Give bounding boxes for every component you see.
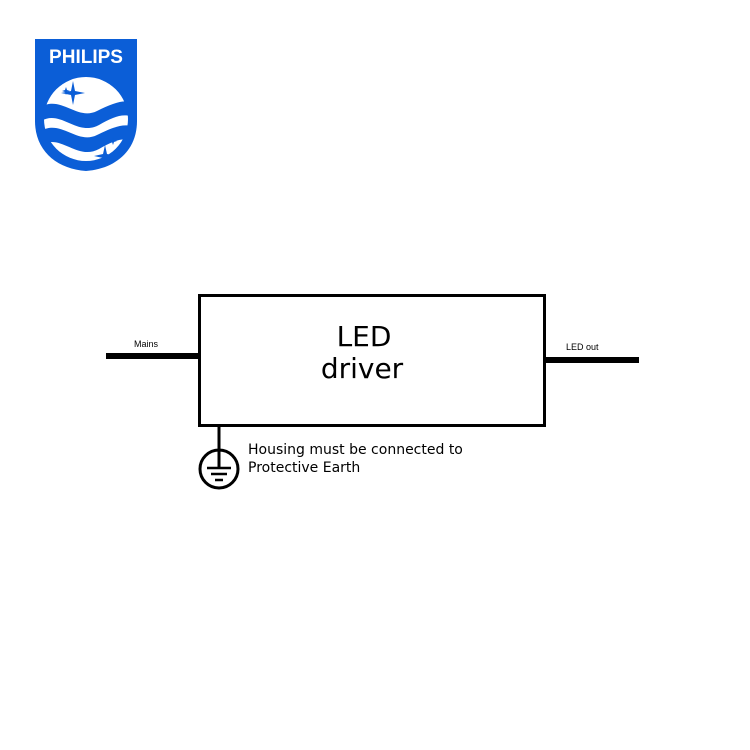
mains-line	[106, 353, 200, 359]
philips-logo: PHILIPS	[35, 39, 137, 171]
earth-note-line2: Protective Earth	[248, 460, 360, 476]
mains-label: Mains	[134, 339, 159, 349]
led-driver-block	[198, 294, 546, 427]
logo-wordmark: PHILIPS	[49, 47, 123, 68]
protective-earth-icon	[198, 426, 240, 490]
led-out-label: LED out	[566, 342, 599, 352]
block-title-line2: driver	[321, 352, 404, 385]
led-out-line	[544, 357, 639, 363]
block-title-line1: LED	[337, 320, 392, 353]
earth-note-line1: Housing must be connected to	[248, 442, 463, 458]
